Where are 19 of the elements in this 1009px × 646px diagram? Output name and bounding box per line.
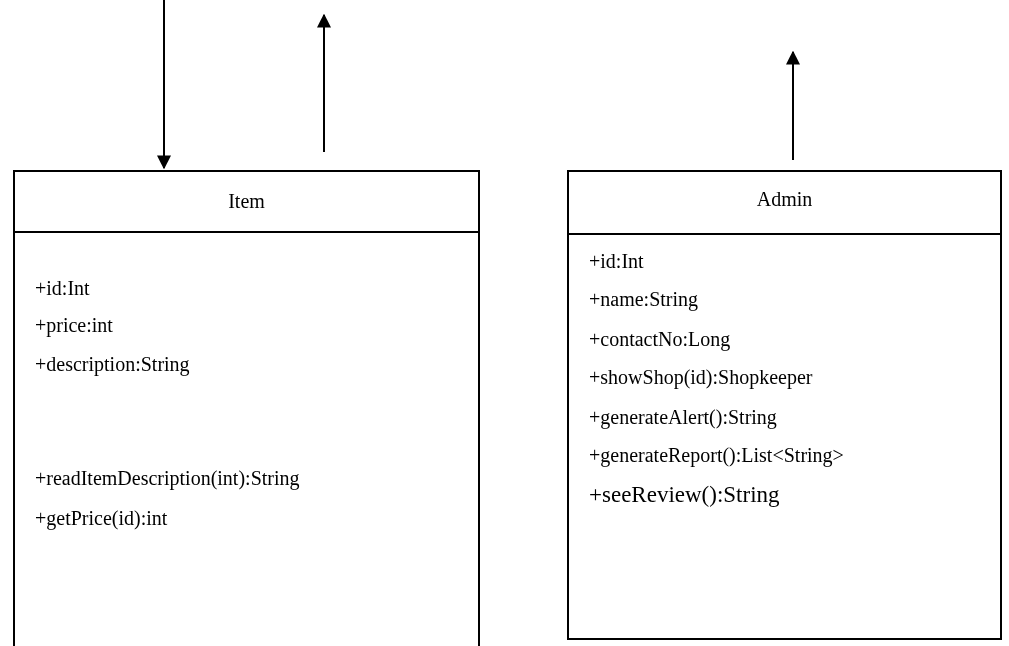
class-member: +id:Int: [35, 277, 90, 300]
class-member: +contactNo:Long: [589, 328, 731, 351]
class-member: +id:Int: [589, 250, 644, 273]
class-member: +description:String: [35, 353, 190, 376]
arrow: [317, 13, 331, 153]
class-name: Admin: [755, 188, 814, 211]
class-member: +readItemDescription(int):String: [35, 467, 300, 490]
class-box: [13, 170, 480, 646]
class-member: +price:int: [35, 314, 113, 337]
class-box: [567, 170, 1002, 640]
class-member: +generateAlert():String: [589, 406, 777, 429]
arrow: [157, 0, 171, 170]
class-member: +seeReview():String: [589, 482, 780, 508]
class-member: +generateReport():List<String>: [589, 444, 844, 467]
class-name: Item: [227, 190, 266, 213]
arrow: [786, 50, 800, 161]
class-member: +getPrice(id):int: [35, 507, 168, 530]
class-member: +name:String: [589, 288, 699, 311]
class-member: +showShop(id):Shopkeeper: [589, 366, 813, 389]
